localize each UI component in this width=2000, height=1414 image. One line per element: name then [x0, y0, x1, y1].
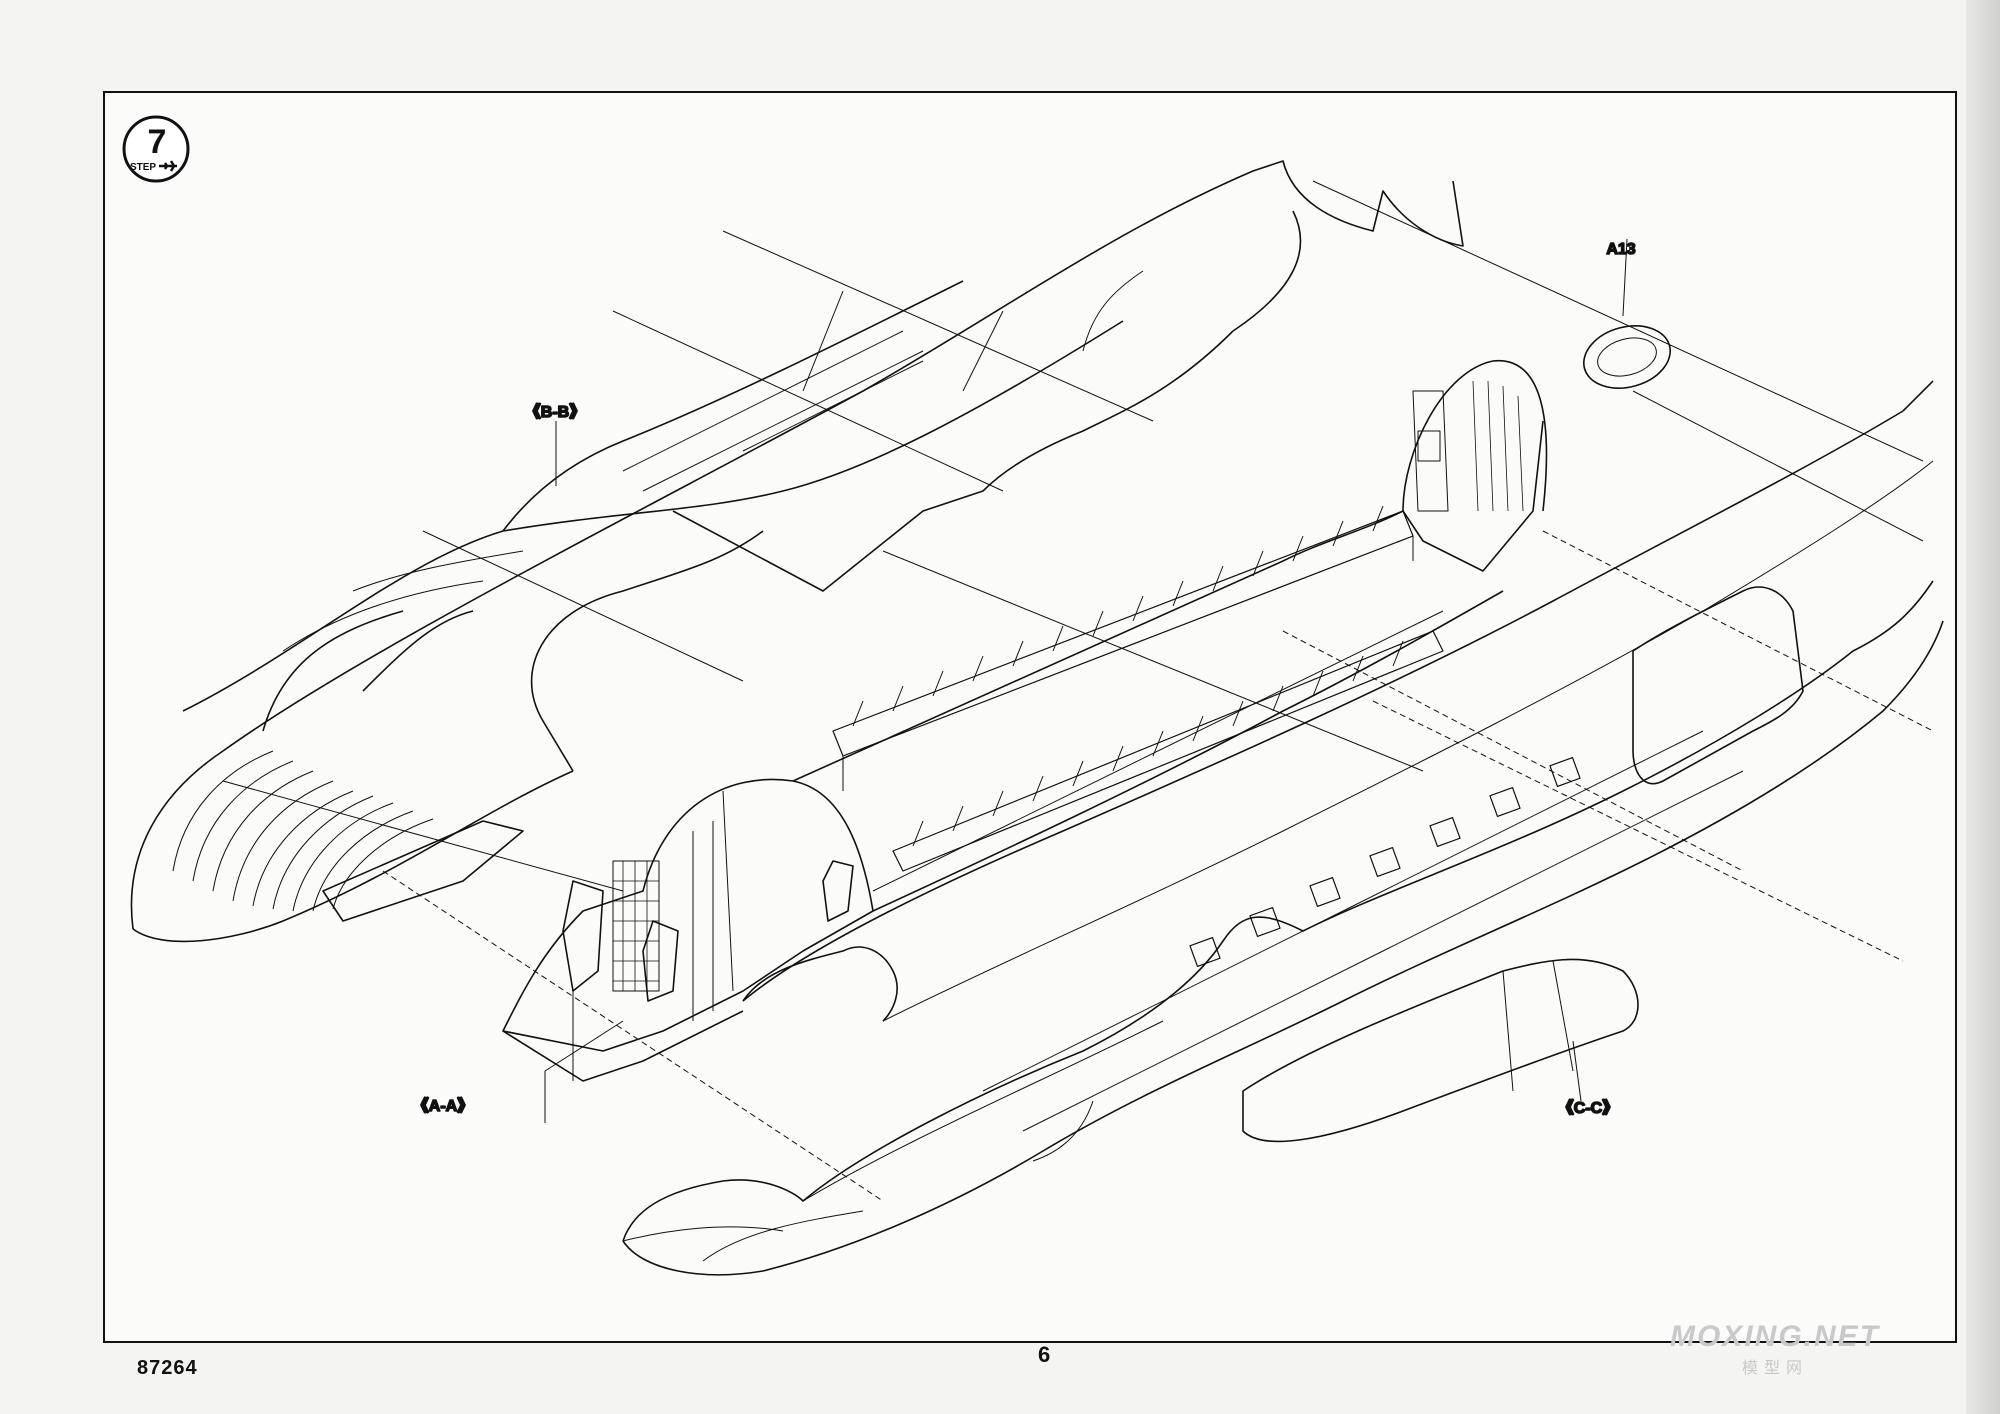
section-label-aa: 《A-A》 — [413, 1097, 473, 1115]
assembly-guide-lines — [222, 180, 1934, 1202]
page-number: 6 — [1038, 1342, 1051, 1367]
step-badge-icon: 7 STEP — [121, 114, 191, 184]
part-label-a13: A13 — [1606, 241, 1635, 258]
page-frame — [103, 91, 1957, 1343]
section-label-cc: 《C-C》 — [1558, 1099, 1618, 1117]
kit-number: 87264 — [137, 1357, 198, 1379]
fuselage-left-half — [130, 160, 1464, 943]
part-a13-hatch — [1582, 238, 1672, 389]
watermark: MOXING.NET 模型网 — [1670, 1320, 1880, 1378]
watermark-site-cn: 模型网 — [1741, 1360, 1808, 1377]
fuselage-right-half — [622, 380, 1944, 1276]
aircraft-silhouette-icon — [159, 160, 177, 172]
step-word: STEP — [130, 162, 156, 173]
section-label-bb: 《B-B》 — [525, 403, 585, 421]
step-number: 7 — [148, 123, 167, 161]
assembly-drawing: A13 《B-B》 《A-A》 《C-C》 — [130, 160, 1944, 1276]
cabin-interior-assembly — [502, 360, 1548, 1082]
watermark-site: MOXING.NET — [1669, 1320, 1880, 1353]
scan-edge — [1966, 0, 2000, 1414]
